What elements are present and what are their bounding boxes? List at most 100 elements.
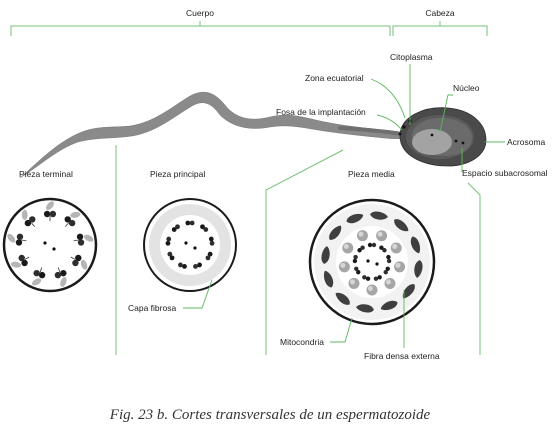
microtubule-doublet <box>64 211 81 227</box>
radial-spoke <box>70 256 76 260</box>
tubule-b <box>383 270 388 275</box>
label-cytoplasm: Citoplasma <box>390 52 433 62</box>
mitochondrion <box>323 270 334 288</box>
microtubule-doublet <box>200 224 209 232</box>
mitochondrion <box>410 236 421 254</box>
tubule-b <box>209 240 215 246</box>
tubule-b <box>68 219 76 227</box>
mitochondrion <box>356 304 374 313</box>
dynein-arm <box>60 277 67 287</box>
microtubule-doublet <box>167 251 175 261</box>
microtubule-doublet <box>357 245 365 253</box>
tubule-b <box>77 239 85 246</box>
dense-fiber <box>348 277 360 289</box>
tubule-a <box>356 270 361 275</box>
microtubule-doublet <box>73 233 94 246</box>
radial-spoke <box>31 222 35 227</box>
microtubule-doublet <box>21 209 36 227</box>
microtubule-doublet <box>178 262 187 269</box>
tubule-b <box>16 233 24 240</box>
microtubule-doublet <box>373 275 382 281</box>
tubule-b <box>382 248 387 253</box>
section-guide-lines <box>115 145 481 355</box>
microtubule-doublet <box>165 236 172 246</box>
sperm-head <box>398 107 487 167</box>
dense-fiber <box>342 242 354 254</box>
tubule-a <box>60 269 67 277</box>
tubule-a <box>169 255 175 261</box>
dynein-arm <box>7 233 16 243</box>
figure-caption: Fig. 23 b. Cortes transversales de un es… <box>109 407 431 423</box>
microtubule-doublet <box>70 254 88 270</box>
microtubule-doublet <box>379 245 387 253</box>
microtubule-doublet <box>362 275 371 281</box>
dense-fiber-highlight <box>358 231 364 237</box>
tubule-a <box>75 254 82 262</box>
label-equatorial-zone: Zona ecuatorial <box>305 73 364 83</box>
radial-spoke <box>39 267 43 273</box>
dynein-arm <box>80 259 88 270</box>
tubule-a <box>385 266 390 271</box>
microtubule-doublet <box>43 201 57 222</box>
tubule-a <box>207 251 213 257</box>
dense-fiber-highlight <box>367 286 373 291</box>
tubule-a <box>197 262 202 268</box>
radial-spoke <box>21 239 27 242</box>
title-principal-piece: Pieza principal <box>150 169 205 179</box>
microtubule-doublet <box>352 254 358 264</box>
microtubule-doublet <box>54 267 67 287</box>
tubule-a <box>352 258 358 264</box>
mitochondria-ring <box>321 211 423 313</box>
dynein-arm <box>70 211 81 218</box>
tubule-a <box>208 236 214 242</box>
mitochondrion <box>394 219 409 232</box>
dynein-arm <box>31 278 42 286</box>
mitochondrion <box>370 211 388 220</box>
dense-fiber <box>394 261 406 273</box>
dynein-arm <box>46 201 54 211</box>
tubule-a <box>64 216 71 223</box>
dense-fiber-highlight <box>343 243 349 249</box>
tubule-b <box>166 236 172 242</box>
tubule-a <box>365 276 371 281</box>
mitochondrion <box>335 292 350 305</box>
microtubule-doublet <box>354 266 361 275</box>
dense-fiber <box>356 230 368 242</box>
microtubule-doublet <box>386 254 392 264</box>
doublet-ring <box>7 201 94 287</box>
head-leader-lines <box>370 64 505 172</box>
dense-fiber-highlight <box>349 279 355 285</box>
dense-fiber <box>376 230 388 242</box>
radial-spoke <box>65 222 69 227</box>
midpiece-segment <box>338 126 404 136</box>
tubule-a <box>200 224 205 230</box>
middle-leader-lines <box>330 290 405 348</box>
nucleus-core <box>412 129 452 155</box>
dense-fiber-highlight <box>395 262 401 268</box>
principal-doublets <box>165 220 215 269</box>
microtubule-doublet <box>383 266 390 275</box>
dense-fiber <box>338 261 350 273</box>
dynein-arm <box>84 234 94 242</box>
cross-section-principal <box>143 198 237 292</box>
microtubule-doublet <box>193 262 202 269</box>
dense-fiber-highlight <box>392 244 398 250</box>
microtubule-doublet <box>205 251 213 261</box>
tubule-b <box>362 275 367 280</box>
tubule-a <box>171 227 177 232</box>
tubule-b <box>54 271 62 279</box>
mitochondrion <box>402 284 415 299</box>
microtubule-doublet <box>10 254 30 268</box>
dynein-arm <box>21 209 28 220</box>
dense-fiber <box>390 242 402 254</box>
cross-section-terminal <box>2 197 98 293</box>
dense-fiber <box>384 277 396 289</box>
tubule-b <box>49 210 57 218</box>
tubule-b <box>386 258 392 264</box>
tubule-b <box>29 216 36 223</box>
tubule-b <box>354 266 359 271</box>
tubule-a <box>15 239 23 246</box>
title-middle-piece: Pieza media <box>348 169 395 179</box>
